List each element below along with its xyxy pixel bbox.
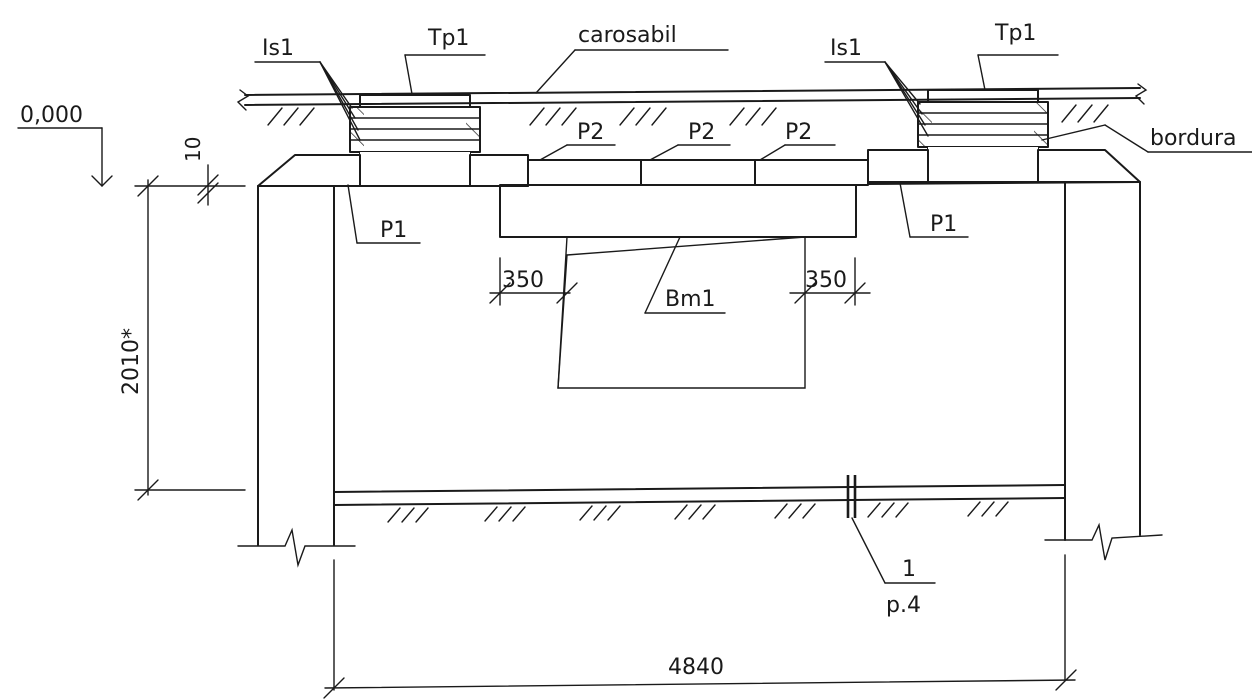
label-is1-right: Is1 — [830, 36, 862, 61]
elevation-label: 0,000 — [20, 103, 83, 128]
label-carosabil: carosabil — [578, 23, 677, 48]
dim-height-label: 2010* — [119, 328, 144, 395]
label-is1-left: Is1 — [262, 36, 294, 61]
label-p2-b: P2 — [688, 120, 715, 145]
left-wall — [237, 185, 356, 691]
p2-slabs — [527, 159, 869, 186]
label-p1-left: P1 — [380, 218, 407, 243]
dimension-height — [134, 175, 246, 501]
dimension-350-right — [789, 257, 871, 306]
dim-350-right-label: 350 — [805, 268, 847, 293]
dim-width-label: 4840 — [668, 655, 724, 680]
label-tp1-right: Tp1 — [994, 21, 1036, 46]
dim-10-label: 10 — [181, 137, 205, 162]
leader-lines — [254, 49, 1252, 584]
bottom-slab — [333, 475, 1066, 523]
label-section-num: 1 — [902, 557, 916, 582]
label-p1-right: P1 — [930, 212, 957, 237]
label-section-ref: p.4 — [886, 593, 921, 618]
label-p2-a: P2 — [577, 120, 604, 145]
right-wall — [1044, 181, 1163, 681]
top-slab-p1-left — [257, 152, 529, 187]
dimension-width — [323, 669, 1077, 699]
label-tp1-left: Tp1 — [427, 26, 469, 51]
label-bm1: Bm1 — [665, 287, 716, 312]
label-bordura: bordura — [1150, 126, 1237, 151]
opening-outline — [557, 236, 806, 389]
dim-350-left-label: 350 — [502, 268, 544, 293]
label-p2-c: P2 — [785, 120, 812, 145]
elevation-marker — [17, 127, 113, 187]
top-slab-p1-right — [867, 147, 1141, 185]
dimension-10 — [197, 164, 219, 206]
beam-bm1 — [499, 184, 857, 238]
dimension-350-left — [489, 257, 578, 306]
